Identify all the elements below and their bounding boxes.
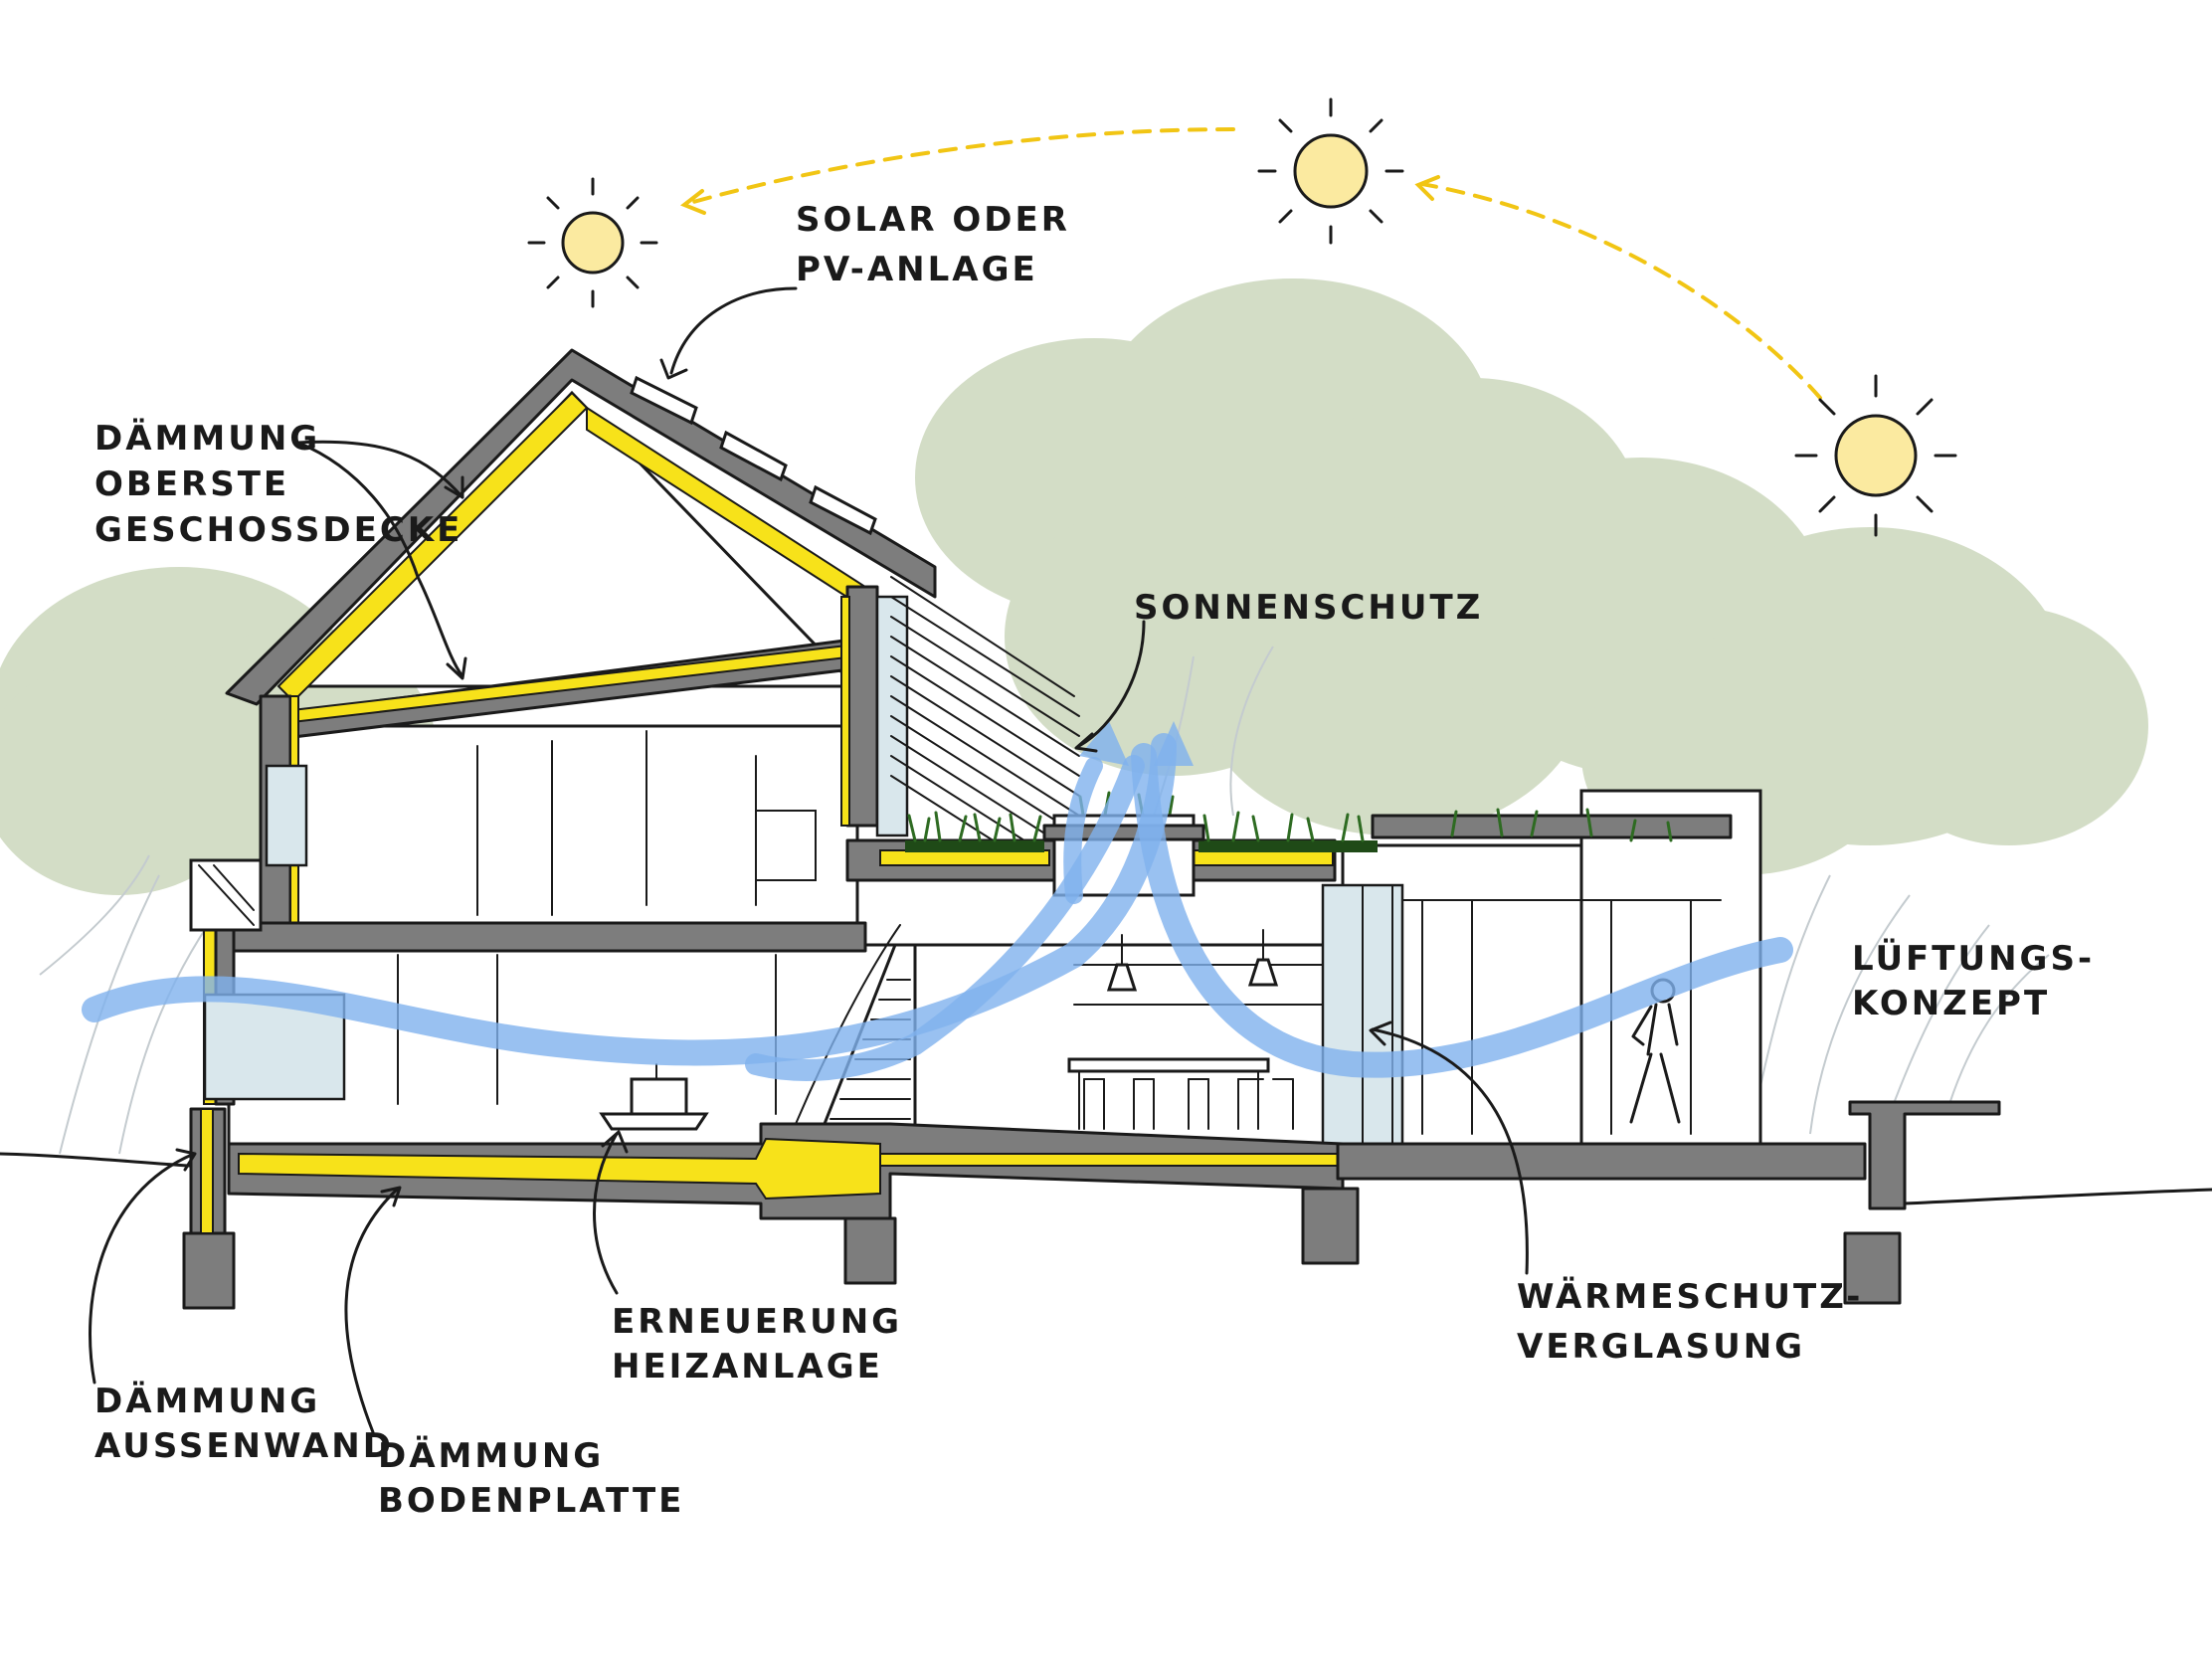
label-lueftung-line1: LÜFTUNGS-	[1852, 938, 2095, 979]
label-waermeschutz-line1: WÄRMESCHUTZ-	[1517, 1276, 1863, 1317]
ceiling-lamp-icon	[1106, 934, 1138, 992]
label-heizanlage-line2: HEIZANLAGE	[612, 1347, 883, 1387]
ground-line	[0, 1152, 2212, 1205]
label-waermeschutz-line2: VERGLASUNG	[1517, 1327, 1805, 1367]
label-daemmung-decke-line1: DÄMMUNG	[94, 418, 320, 459]
label-aussenwand-line2: AUSSENWAND	[94, 1426, 394, 1466]
sun-icon	[1257, 97, 1404, 245]
sun-icon	[1794, 374, 1957, 537]
ceiling-lamp-icon	[1247, 929, 1279, 987]
pv-panels	[630, 375, 877, 536]
dining-table	[1067, 1057, 1294, 1130]
label-aussenwand-line1: DÄMMUNG	[94, 1381, 320, 1421]
sun-path	[680, 127, 1822, 400]
label-bodenplatte-line2: BODENPLATTE	[378, 1481, 684, 1521]
label-sonnenschutz: SONNENSCHUTZ	[1134, 588, 1483, 628]
label-daemmung-decke-line3: GESCHOSSDECKE	[94, 510, 462, 550]
heater-icon	[599, 1063, 709, 1131]
label-heizanlage-line1: ERNEUERUNG	[612, 1302, 902, 1342]
label-solar-line1: SOLAR ODER	[796, 200, 1070, 240]
label-bodenplatte-line1: DÄMMUNG	[378, 1435, 604, 1476]
ventilation-airflow	[82, 721, 1793, 1081]
label-lueftung-line2: KONZEPT	[1852, 984, 2050, 1023]
thermal-glazing	[1321, 883, 1404, 1146]
label-solar-line2: PV-ANLAGE	[796, 250, 1038, 289]
label-daemmung-decke-line2: OBERSTE	[94, 464, 289, 504]
callout-arrows	[89, 286, 1529, 1434]
sun-icon	[527, 177, 658, 308]
trees-background	[0, 278, 2148, 1155]
labels: SOLAR ODER PV-ANLAGE DÄMMUNG OBERSTE GES…	[94, 200, 2095, 1521]
